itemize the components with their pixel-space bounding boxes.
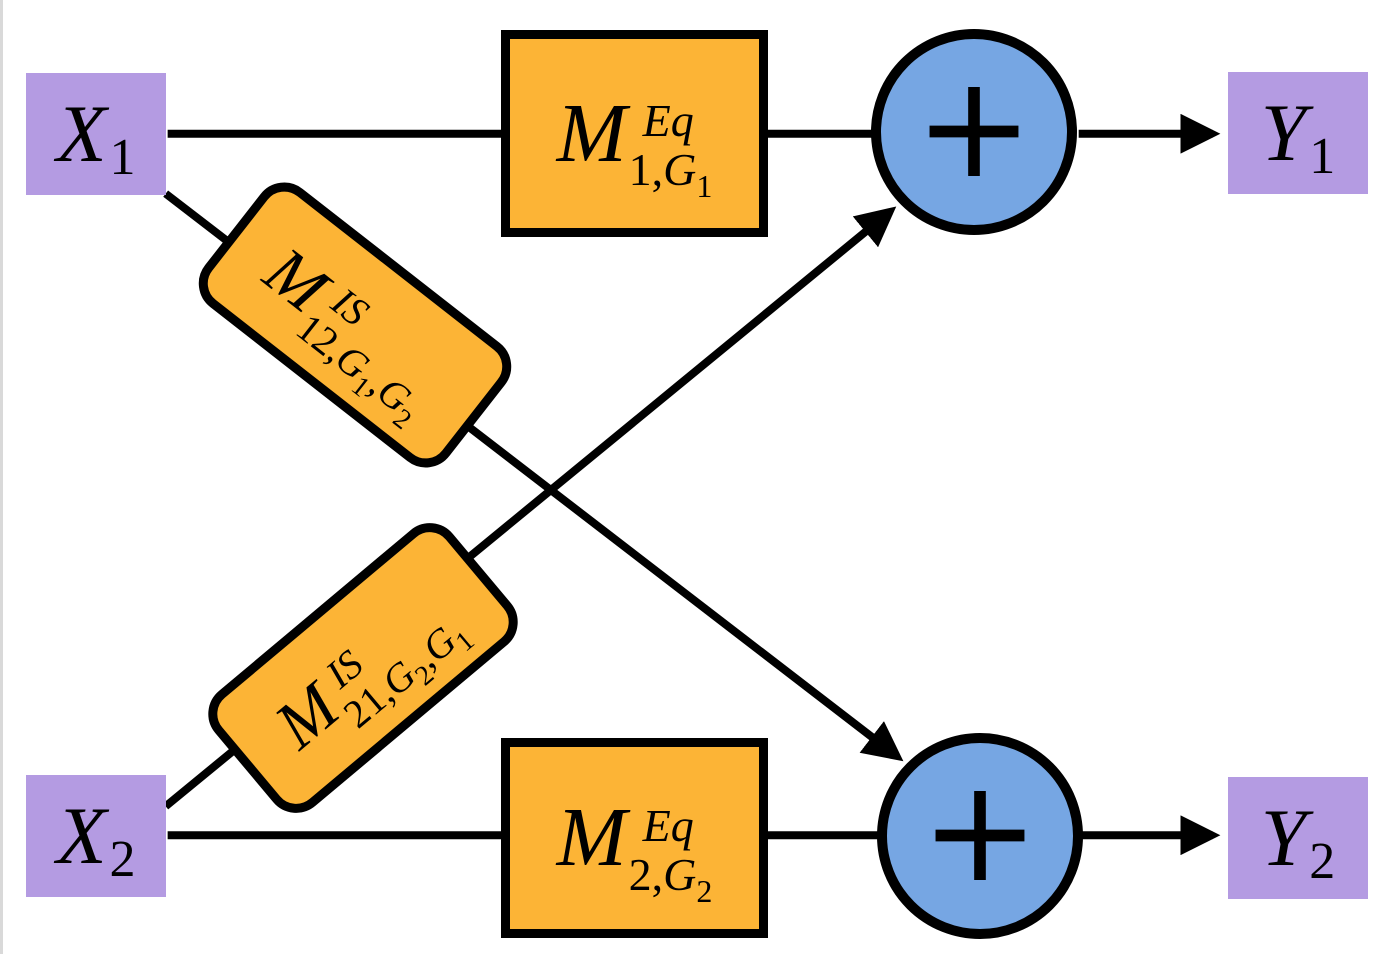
node-label-sub: 1 bbox=[1309, 128, 1336, 185]
sub-g-index: 2 bbox=[696, 872, 713, 909]
sub-g-index: 1 bbox=[696, 168, 713, 204]
math-base: M bbox=[556, 791, 627, 884]
sum-junction-1: + bbox=[871, 29, 1077, 235]
node-label-sub: 1 bbox=[109, 129, 136, 186]
math-superscript: Eq bbox=[642, 799, 694, 851]
node-label-sub: 2 bbox=[1309, 833, 1336, 890]
node-label: X bbox=[56, 790, 107, 881]
sub-g: G bbox=[663, 144, 697, 195]
sub-digits: 1, bbox=[628, 144, 664, 195]
node-label-sub: 2 bbox=[109, 831, 136, 888]
plus-icon: + bbox=[920, 749, 1040, 914]
node-label: X bbox=[56, 88, 107, 179]
sub-digits: 2, bbox=[628, 848, 664, 900]
node-label: Y bbox=[1260, 87, 1307, 178]
sum-junction-2: + bbox=[877, 733, 1083, 939]
math-superscript: Eq bbox=[642, 95, 694, 146]
plus-icon: + bbox=[914, 45, 1034, 210]
sub-g: G bbox=[663, 848, 697, 900]
node-label: Y bbox=[1260, 792, 1307, 883]
math-base: M bbox=[556, 86, 627, 180]
